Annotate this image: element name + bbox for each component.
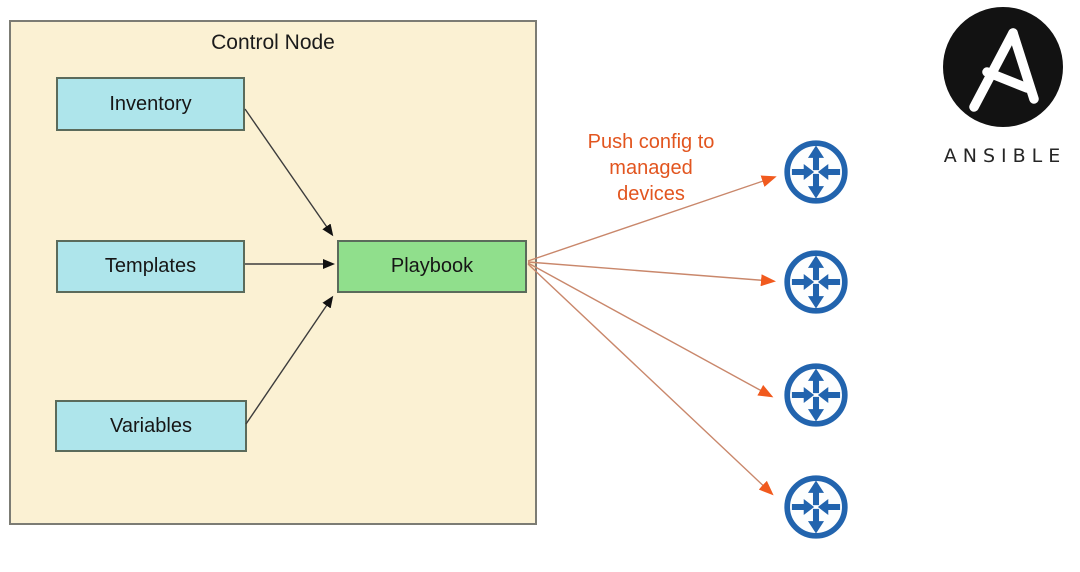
variables-label: Variables: [110, 414, 192, 437]
router-icon: [784, 140, 848, 204]
router-node: [782, 138, 850, 206]
inventory-label: Inventory: [109, 92, 192, 115]
control-node-title: Control Node: [211, 31, 335, 54]
component-box-templates: Templates: [56, 240, 245, 293]
router-icon: [784, 250, 848, 314]
ansible-wordmark: ANSIBLE: [943, 145, 1067, 167]
router-node: [782, 361, 850, 429]
router-icon: [784, 475, 848, 539]
router-node: [782, 248, 850, 316]
arrow-playbook-to-device-2: [527, 261, 776, 287]
component-box-variables: Variables: [55, 400, 247, 452]
arrow-playbook-to-device-4: [527, 263, 774, 496]
templates-label: Templates: [104, 255, 197, 277]
router-icon: [784, 363, 848, 427]
router-node: [782, 473, 850, 541]
component-box-inventory: Inventory: [56, 77, 245, 131]
arrow-playbook-to-device-3: [527, 262, 774, 398]
playbook-label: Playbook: [390, 255, 474, 277]
playbook-box: Playbook: [337, 240, 527, 293]
ansible-logo-icon: [943, 7, 1063, 127]
push-config-label: Push config to managed devices: [587, 131, 715, 205]
